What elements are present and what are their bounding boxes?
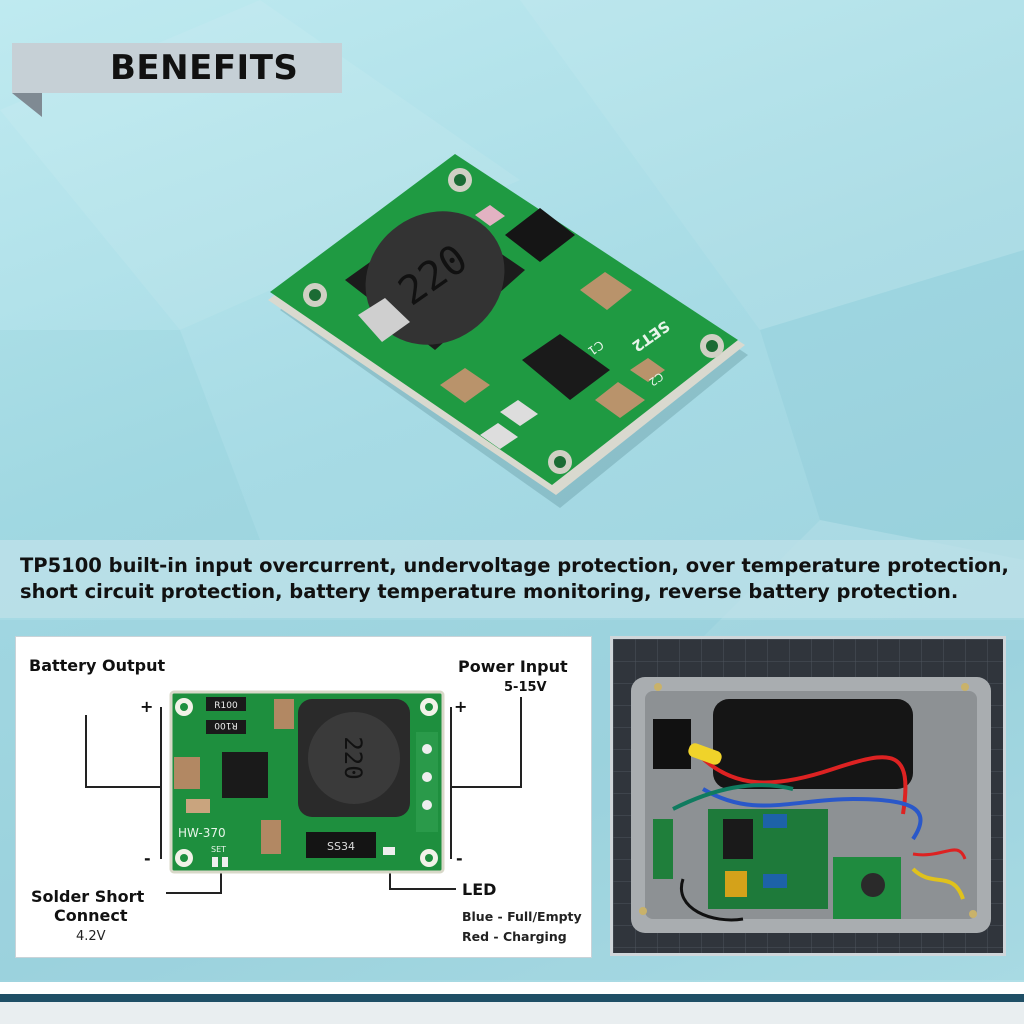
- led-label: LED: [462, 880, 497, 899]
- power-input-label: Power Input: [458, 657, 568, 676]
- board-model-label: HW-370: [178, 826, 226, 840]
- hero-board-illustration: 220 SET2 C1 C2: [268, 154, 748, 508]
- description: TP5100 built-in input overcurrent, under…: [20, 553, 1010, 605]
- description-band: [0, 540, 1024, 618]
- footer-stripe-light: [0, 1002, 1024, 1024]
- description-line-1: TP5100 built-in input overcurrent, under…: [20, 554, 1009, 577]
- installed-photo-panel: [610, 636, 1006, 956]
- inductor: 220: [345, 211, 525, 350]
- enclosure-illustration: [613, 639, 1003, 953]
- pinout-lines-and-board: 220 R100 R100 SS34 HW-370 SET: [85, 690, 522, 894]
- r100-label: R100: [214, 701, 238, 711]
- voltage-label: 4.2V: [76, 929, 106, 944]
- banner-fold: [12, 93, 42, 117]
- description-line-2: short circuit protection, battery temper…: [20, 580, 959, 603]
- pinout-diagram-panel: Battery Output Power Input 5-15V + + - -…: [15, 636, 592, 958]
- led-red-label: Red - Charging: [462, 929, 567, 944]
- ss34-label: SS34: [327, 840, 355, 853]
- minus-right-label: -: [456, 849, 463, 868]
- power-range-label: 5-15V: [504, 680, 547, 695]
- page-title: BENEFITS: [110, 48, 299, 88]
- plus-left-label: +: [140, 697, 154, 716]
- led-blue-label: Blue - Full/Empty: [462, 909, 582, 924]
- title-banner: [12, 43, 342, 93]
- minus-left-label: -: [144, 849, 151, 868]
- footer-stripe-white: [0, 982, 1024, 994]
- set-pad-label: SET: [211, 845, 226, 854]
- footer-stripe-dark: [0, 994, 1024, 1002]
- connect-label: Connect: [54, 906, 128, 925]
- r100b-label: R100: [214, 720, 238, 730]
- plus-right-label: +: [454, 697, 468, 716]
- battery-output-label: Battery Output: [29, 656, 166, 675]
- diagram-inductor-label: 220: [339, 736, 367, 779]
- solder-short-label: Solder Short: [31, 887, 145, 906]
